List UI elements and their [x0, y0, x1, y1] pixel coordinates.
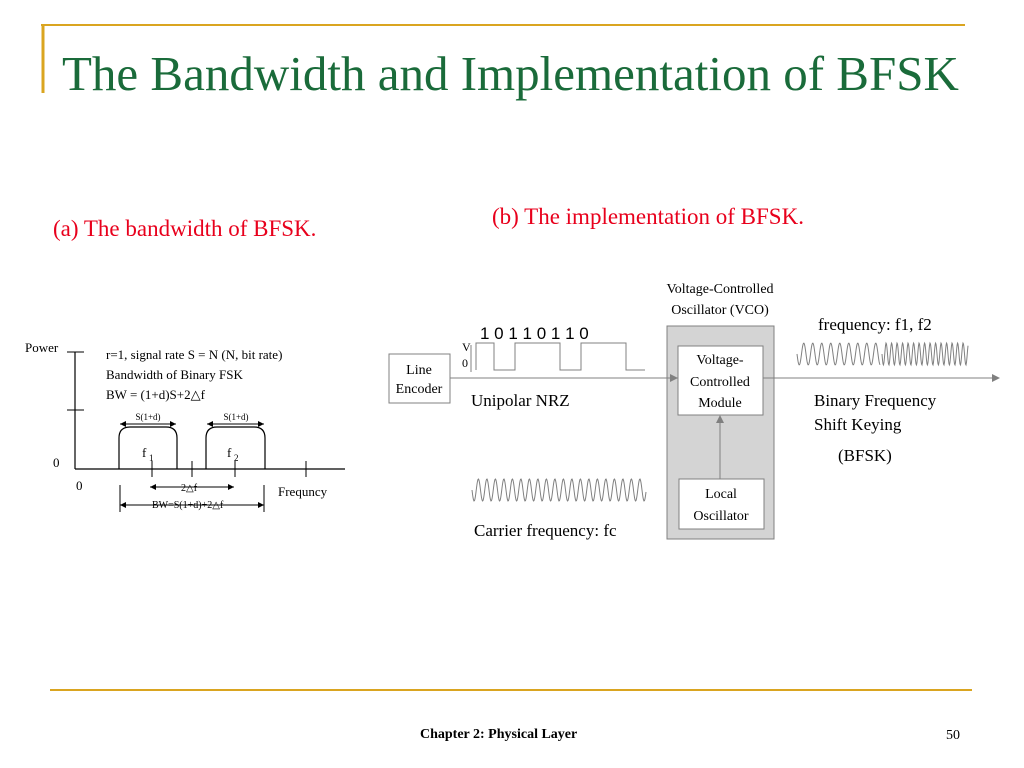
delta-f-label: 2△f: [181, 483, 198, 494]
lo-label-2: Oscillator: [693, 509, 749, 524]
local-oscillator-box: [678, 478, 765, 530]
frequency-label: frequency: f1, f2: [818, 315, 932, 334]
bfsk-label-1: Binary Frequency: [814, 391, 937, 410]
bw-formula: BW=S(1+d)+2△f: [152, 500, 224, 511]
vc-module-box: [677, 345, 764, 416]
zero-y-label: 0: [53, 455, 60, 470]
subtitle-bandwidth: (a) The bandwidth of BFSK.: [53, 216, 317, 241]
subtitle-implementation: (b) The implementation of BFSK.: [492, 204, 804, 229]
slide-title: The Bandwidth and Implementation of BFSK: [62, 46, 959, 101]
line-encoder-label-1: Line: [406, 363, 432, 378]
x-axis-label: Frequncy: [278, 484, 328, 499]
f2-label: f: [227, 445, 232, 460]
info-line-3: BW = (1+d)S+2△f: [106, 387, 206, 402]
power-label: Power: [25, 340, 59, 355]
zero-x-label: 0: [76, 478, 83, 493]
unipolar-label: Unipolar NRZ: [471, 391, 570, 410]
bfsk-label-3: (BFSK): [838, 446, 892, 465]
vco-title-2: Oscillator (VCO): [671, 303, 769, 318]
f1-subscript: 1: [149, 453, 154, 463]
vcm-label-3: Module: [698, 396, 742, 411]
bfsk-label-2: Shift Keying: [814, 415, 902, 434]
f2-subscript: 2: [234, 453, 239, 463]
f1-label: f: [142, 445, 147, 460]
f2-lobe: [205, 426, 266, 469]
s-label-2: S(1+d): [223, 412, 248, 422]
line-encoder-box: [388, 353, 451, 404]
carrier-label: Carrier frequency: fc: [474, 521, 617, 540]
zero-label: 0: [462, 356, 468, 370]
v-label: V: [462, 340, 471, 354]
f1-lobe: [118, 426, 178, 469]
bfsk-wave: [796, 341, 969, 367]
bits-label: 1 0 1 1 0 1 1 0: [480, 324, 589, 343]
vcm-label-1: Voltage-: [696, 353, 744, 368]
info-line-1: r=1, signal rate S = N (N, bit rate): [106, 347, 282, 362]
s-label-1: S(1+d): [135, 412, 160, 422]
lo-label-1: Local: [705, 487, 737, 502]
page-number: 50: [946, 728, 960, 743]
vco-title-1: Voltage-Controlled: [666, 282, 773, 297]
info-line-2: Bandwidth of Binary FSK: [106, 367, 243, 382]
line-encoder-label-2: Encoder: [396, 382, 443, 397]
nrz-waveform: [475, 342, 645, 371]
vcm-label-2: Controlled: [690, 375, 750, 390]
carrier-wave: [471, 478, 647, 502]
footer-chapter: Chapter 2: Physical Layer: [420, 727, 578, 742]
